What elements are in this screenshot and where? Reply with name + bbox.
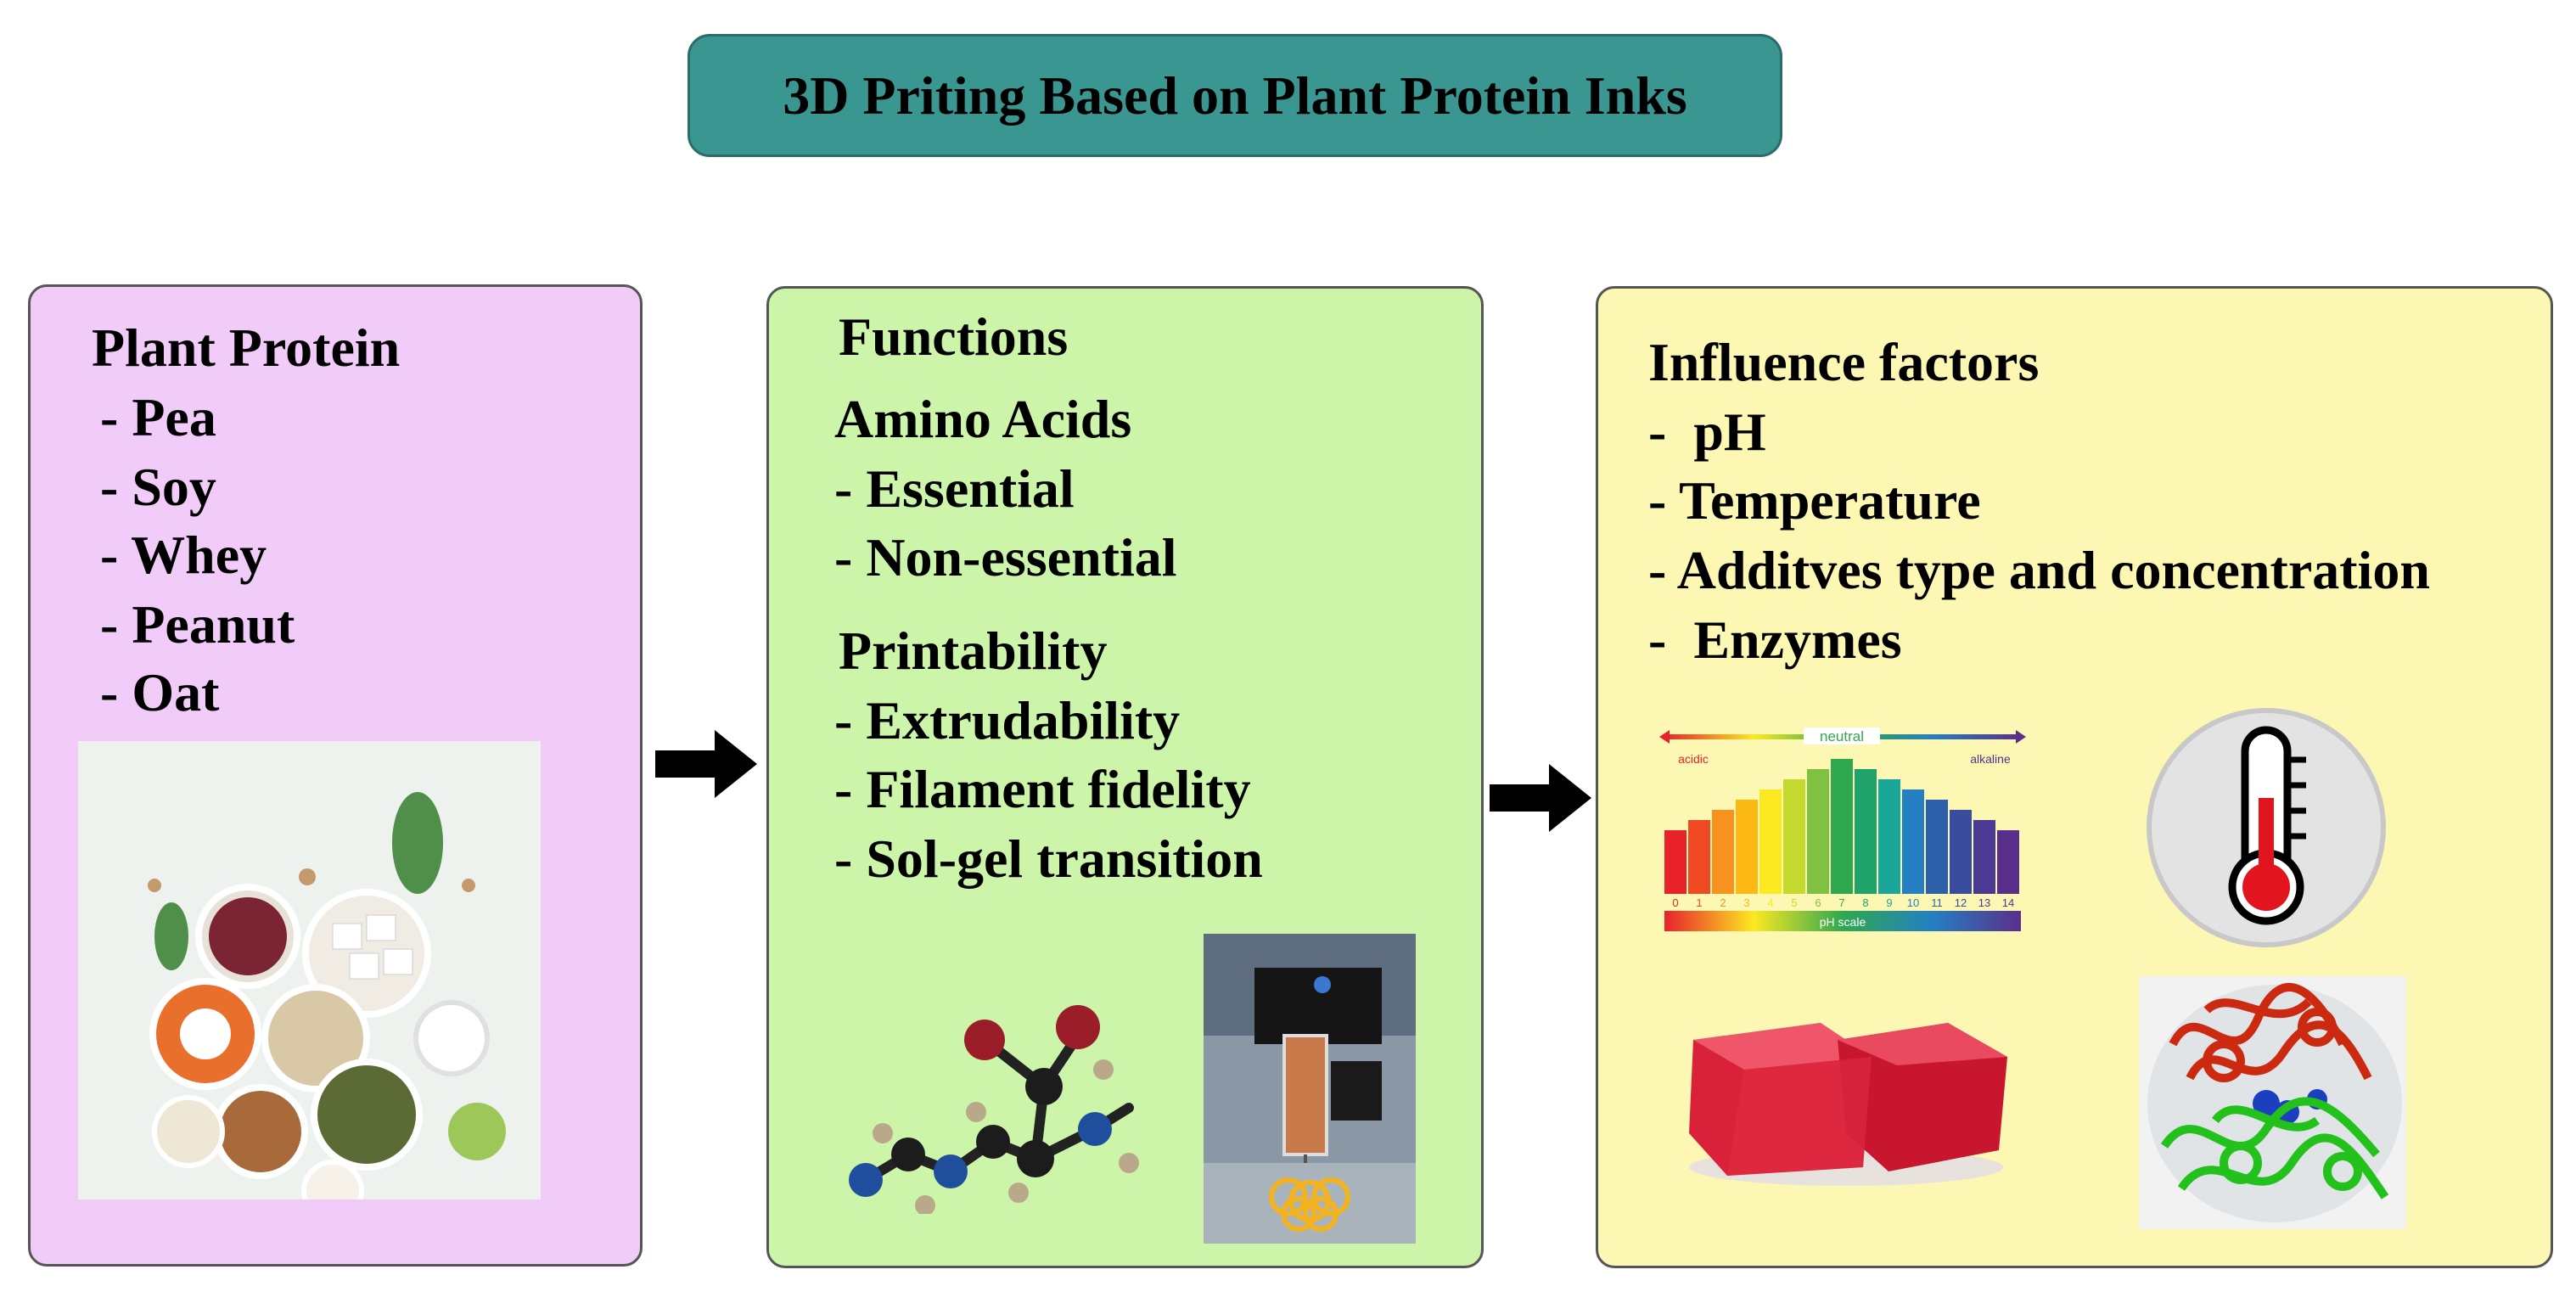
title-box: 3D Priting Based on Plant Protein Inks	[687, 34, 1782, 157]
ph-number-label: 10	[1907, 896, 1919, 909]
ph-number-label: 0	[1672, 896, 1678, 909]
list-item-non-essential: - Non-essential	[834, 527, 1177, 587]
ph-number-label: 7	[1838, 896, 1844, 909]
arrow-left-icon	[1659, 730, 1670, 744]
ph-bar	[1783, 779, 1805, 894]
ph-scale-label: pH scale	[1820, 915, 1866, 929]
ph-number-label: 8	[1862, 896, 1868, 909]
ph-number-label: 2	[1720, 896, 1726, 909]
red-gel-cubes-image	[1676, 1006, 2012, 1188]
influence-factors-heading: Influence factors	[1648, 332, 2040, 392]
ph-number-label: 13	[1978, 896, 1990, 909]
arrow-right-icon	[2016, 730, 2026, 744]
list-item-filament-fidelity: - Filament fidelity	[834, 759, 1251, 819]
list-item-peanut: - Peanut	[100, 594, 295, 654]
list-item-ph: - pH	[1648, 402, 1766, 462]
ph-bar	[1973, 820, 1995, 894]
ph-bar	[1831, 759, 1853, 894]
list-item-pea: - Pea	[100, 387, 216, 447]
list-item-whey: - Whey	[100, 525, 267, 585]
printability-heading: Printability	[839, 621, 1108, 681]
ph-acidic-label: acidic	[1678, 752, 1709, 766]
thermometer-icon	[2143, 705, 2389, 951]
ph-bar	[1759, 789, 1782, 894]
plant-food-bowls-image	[78, 741, 541, 1199]
ph-number-label: 11	[1931, 896, 1943, 909]
list-item-temperature: - Temperature	[1648, 470, 1981, 531]
ph-bar	[1807, 769, 1829, 894]
ph-bar	[1664, 830, 1686, 894]
3d-printer-image	[1204, 934, 1416, 1244]
ph-neutral-label: neutral	[1820, 728, 1864, 744]
ph-number-label: 6	[1815, 896, 1821, 909]
ph-alkaline-label: alkaline	[1970, 752, 2011, 766]
enzyme-structure-image	[2139, 976, 2406, 1229]
arrow-right-icon	[655, 730, 757, 798]
ph-bar	[1950, 810, 1972, 894]
ph-number-label: 14	[2002, 896, 2014, 909]
list-item-essential: - Essential	[834, 458, 1075, 519]
ph-bar	[1878, 779, 1900, 894]
ph-bar	[1855, 769, 1877, 894]
list-item-enzymes: - Enzymes	[1648, 609, 1902, 670]
ph-number-label: 12	[1955, 896, 1967, 909]
ph-bar	[1926, 800, 1948, 894]
plant-protein-heading: Plant Protein	[92, 317, 401, 378]
amino-acids-heading: Amino Acids	[834, 389, 1132, 449]
list-item-oat: - Oat	[100, 662, 220, 722]
ph-bar	[1997, 830, 2019, 894]
list-item-additives: - Additves type and concentration	[1648, 540, 2430, 600]
ph-number-label: 5	[1791, 896, 1797, 909]
list-item-sol-gel-transition: - Sol-gel transition	[834, 829, 1263, 889]
diagram-title: 3D Priting Based on Plant Protein Inks	[783, 65, 1687, 126]
list-item-soy: - Soy	[100, 457, 216, 517]
ph-scale-bar	[1664, 911, 2021, 931]
ph-number-label: 4	[1767, 896, 1773, 909]
ph-number-label: 3	[1743, 896, 1749, 909]
ph-number-label: 9	[1886, 896, 1892, 909]
ph-bar	[1688, 820, 1710, 894]
amino-acid-molecule-image	[832, 959, 1154, 1216]
ph-number-label: 1	[1696, 896, 1702, 909]
ph-bar	[1902, 789, 1924, 894]
ph-bar	[1712, 810, 1734, 894]
functions-heading: Functions	[839, 306, 1069, 367]
ph-bar	[1736, 800, 1758, 894]
list-item-extrudability: - Extrudability	[834, 690, 1181, 750]
arrow-right-icon	[1490, 764, 1591, 832]
